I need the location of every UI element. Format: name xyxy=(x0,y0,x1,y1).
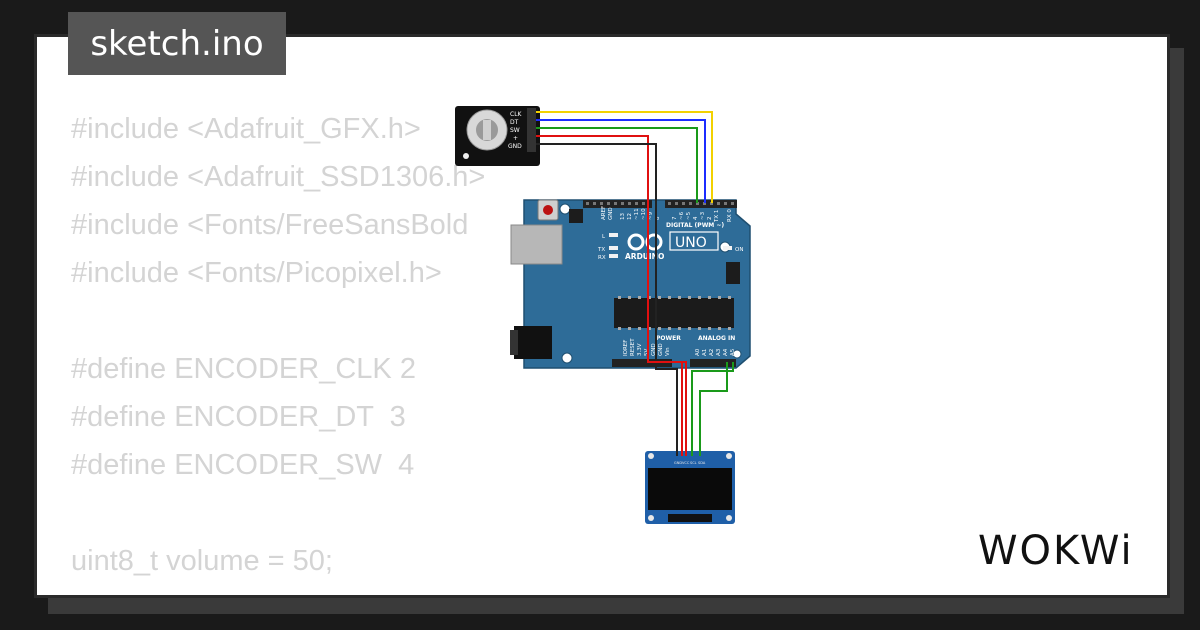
led-label: TX xyxy=(597,247,605,253)
pin-label: IOREF xyxy=(623,340,629,356)
code-line: #define ENCODER_CLK 2 xyxy=(71,353,416,385)
led-label: ON xyxy=(735,247,743,253)
file-tab[interactable]: sketch.ino xyxy=(68,12,286,75)
pin-label: ~6 xyxy=(679,211,685,220)
code-line: uint8_t volume = 50; xyxy=(71,545,333,577)
encoder-pin-label: CLK xyxy=(510,111,523,118)
pin-label: ~5 xyxy=(686,211,692,220)
wire-clk xyxy=(536,111,713,203)
encoder-pin-label: + xyxy=(513,135,518,142)
pin-label: A2 xyxy=(709,349,715,356)
wokwi-logo: WOKWi xyxy=(978,528,1134,574)
oled-display[interactable]: GND VCC SCL SDA xyxy=(645,451,735,524)
microcontroller-chip xyxy=(614,298,734,328)
pin-label: 12 xyxy=(627,213,633,220)
code-line: #define ENCODER_DT 3 xyxy=(71,401,406,433)
pin-label: ~10 xyxy=(641,208,647,220)
pin-label: RESET xyxy=(630,338,636,356)
pin-label: AREF xyxy=(601,206,607,220)
pin-label: TX 1 xyxy=(714,210,720,223)
rotary-encoder[interactable]: CLK DT SW + GND xyxy=(455,106,540,166)
pin-label: 3.3V xyxy=(637,343,643,356)
pin-label: GND xyxy=(658,343,664,356)
reset-button xyxy=(543,205,553,215)
pin-label: A1 xyxy=(702,349,708,356)
digital-label: DIGITAL (PWM ~) xyxy=(666,222,724,229)
wire-oled-vcc xyxy=(648,361,683,456)
analog-label: ANALOG IN xyxy=(698,335,735,342)
oled-pin-label: GND xyxy=(674,461,682,465)
pin-label: 8 xyxy=(655,216,661,220)
led-label: L xyxy=(602,234,606,240)
code-preview: #include <Adafruit_GFX.h> #include <Adafr… xyxy=(71,105,485,585)
code-line: #include <Adafruit_GFX.h> xyxy=(71,113,421,145)
arduino-model: UNO xyxy=(675,235,707,251)
wire-dt xyxy=(536,119,706,203)
pin-label: 4 xyxy=(693,216,699,220)
power-label: POWER xyxy=(656,335,681,342)
pin-label: 13 xyxy=(620,213,626,220)
pin-label: 7 xyxy=(672,216,678,220)
usb-port xyxy=(510,224,563,265)
pin-label: GND xyxy=(651,343,657,356)
arduino-brand: ARDUINO xyxy=(625,252,664,261)
pin-label: ~3 xyxy=(700,211,706,220)
encoder-pin-label: GND xyxy=(508,143,522,150)
pin-label: Vin xyxy=(665,347,671,356)
pin-label: ~9 xyxy=(648,211,654,220)
pin-label: A0 xyxy=(695,348,701,356)
oled-pin-label: VCC xyxy=(682,461,690,465)
wire-scl xyxy=(691,362,734,456)
wires xyxy=(536,111,734,456)
power-jack xyxy=(514,326,552,359)
oled-pin-label: SCL xyxy=(690,461,697,465)
led-label: RX xyxy=(598,255,606,261)
encoder-pin-label: DT xyxy=(510,119,519,126)
pin-label: ~11 xyxy=(634,208,640,220)
arduino-uno-board[interactable]: AREF GND 13 12 ~11 ~10 ~9 8 7 ~6 ~5 4 ~3… xyxy=(510,199,751,369)
pin-label: A4 xyxy=(723,348,729,356)
oled-pin-label: SDA xyxy=(698,461,706,465)
wire-gnd xyxy=(536,143,678,456)
wire-sw xyxy=(536,127,698,203)
pin-label: RX 0 xyxy=(727,209,733,222)
wire-sda xyxy=(699,362,728,456)
code-line: #define ENCODER_SW 4 xyxy=(71,449,415,481)
pin-label: GND xyxy=(608,207,614,220)
pin-label: A5 xyxy=(730,348,736,356)
code-line: #include <Fonts/FreeSansBold xyxy=(71,209,469,241)
code-line: #include <Adafruit_SSD1306.h> xyxy=(71,161,486,193)
pin-label: A3 xyxy=(716,348,722,356)
pin-label: 2 xyxy=(707,217,713,221)
encoder-pin-label: SW xyxy=(510,127,520,134)
code-line: #include <Fonts/Picopixel.h> xyxy=(71,257,442,289)
